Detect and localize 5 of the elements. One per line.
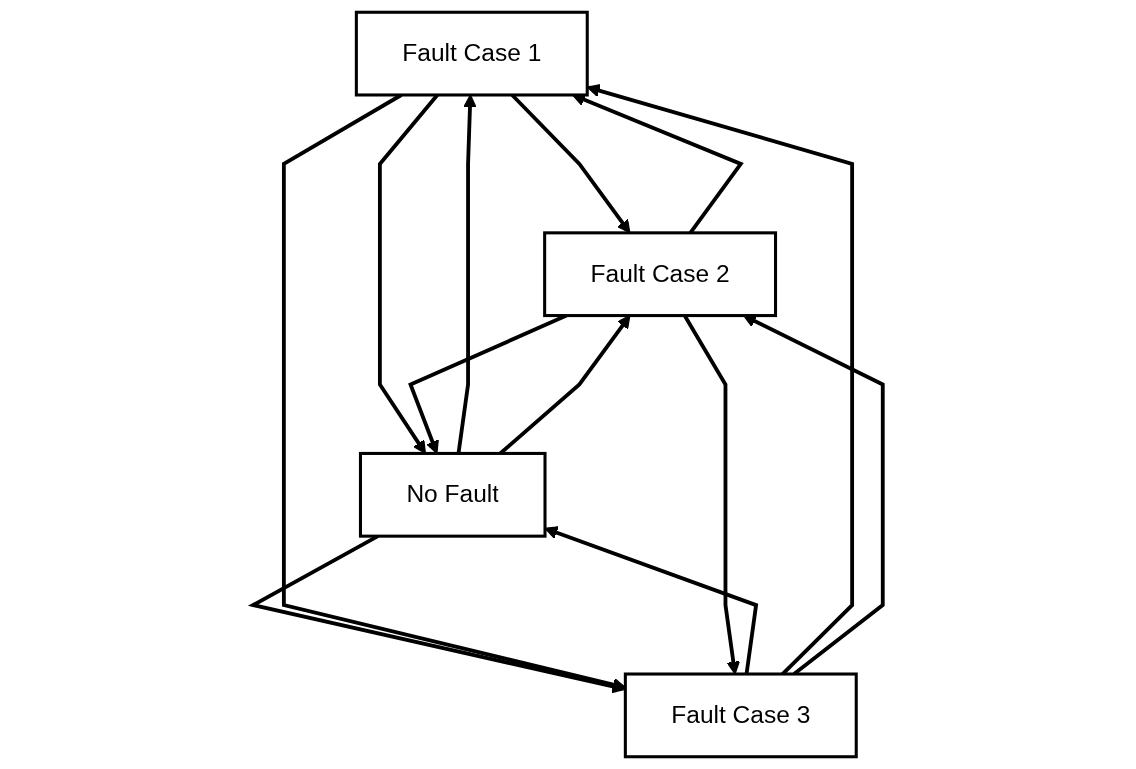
node-box: No Fault	[358, 451, 547, 538]
node-box: Fault Case 2	[543, 231, 778, 318]
arrow	[456, 94, 477, 454]
node-box: Fault Case 1	[354, 10, 589, 97]
node-box: Fault Case 3	[623, 672, 858, 759]
